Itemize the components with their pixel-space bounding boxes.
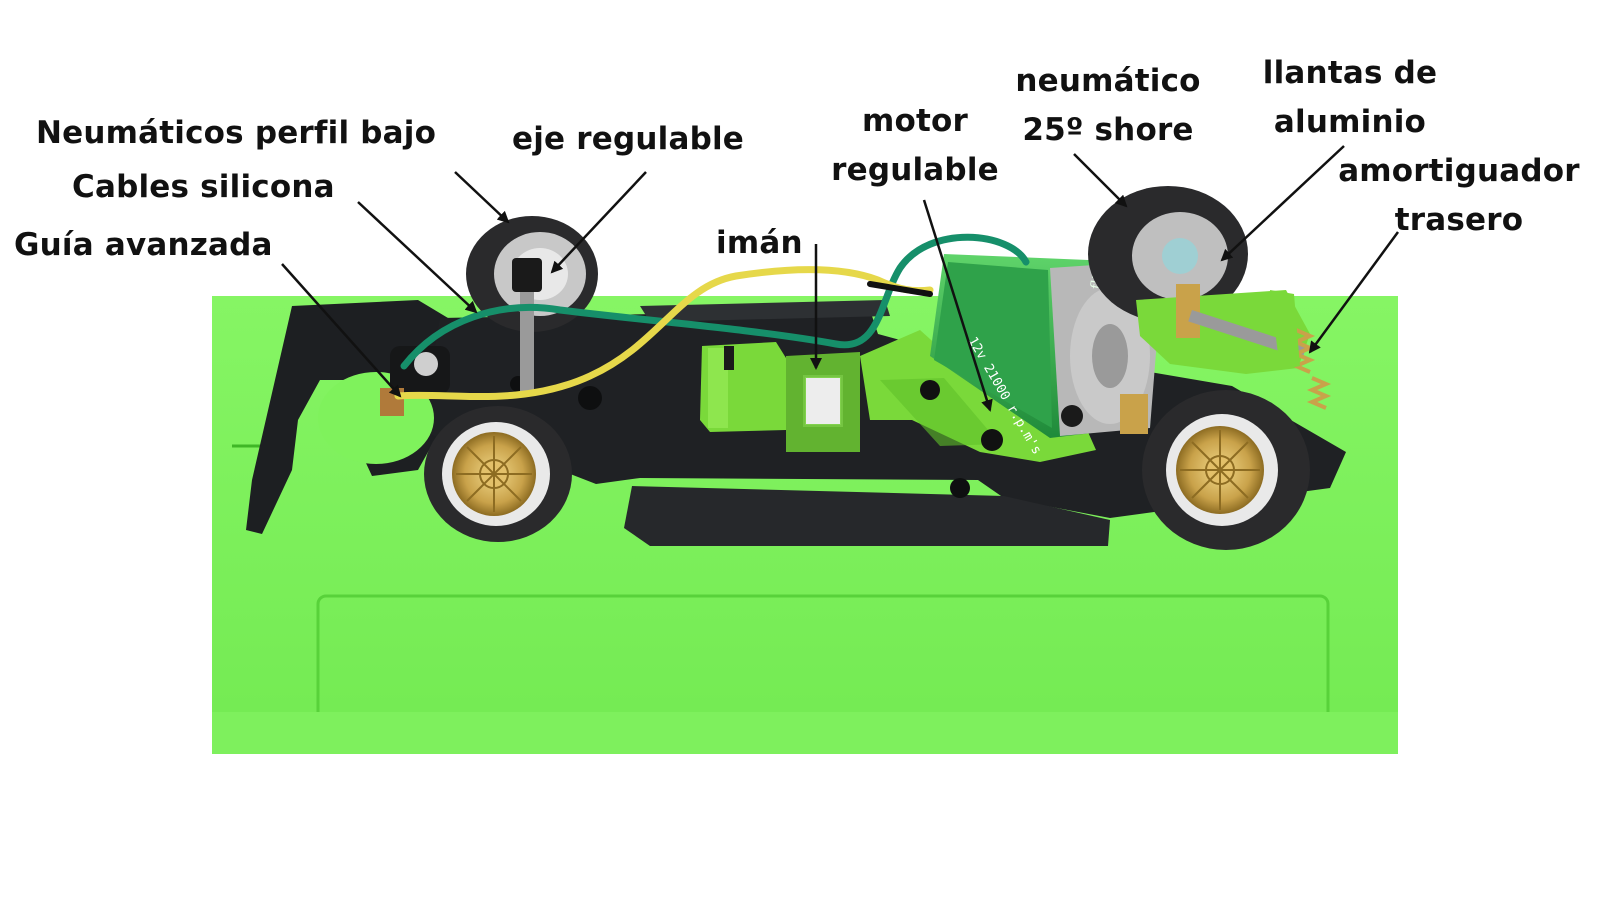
silicone-wires [394,233,1030,401]
label-amortiguador-line2: trasero [1394,202,1524,238]
label-cables-silicona: Cables silicona [72,169,335,205]
label-motor-line1: motor [861,103,968,139]
front-axle [380,216,598,542]
green-wire [400,233,1030,370]
front-axle-shaft [520,286,534,396]
arrow-llantas-aluminio [1220,145,1345,262]
label-iman: imán [716,225,803,261]
label-amortiguador-line1: amortiguador [1338,153,1580,189]
label-motor-regulable: motor regulable [830,106,1000,186]
label-eje-regulable: eje regulable [512,121,745,157]
label-llantas-line1: llantas de [1262,55,1438,91]
motor-icon: 12v 21000 r.p.m's flight slot [930,221,1160,457]
arrow-guia-avanzada [281,263,402,398]
arrow-neumaticos-perfil-bajo [454,171,510,224]
magnet-holder [700,342,860,452]
label-neumatico-shore: neumático 25º shore [1008,66,1208,146]
chassis-side-pan [624,486,1110,546]
pointer-arrows [281,145,1400,412]
arrow-motor-regulable [922,199,993,412]
label-neumatico-line1: neumático [1015,63,1201,99]
label-llantas-line2: aluminio [1273,104,1427,140]
base-lower-edge [212,712,1398,754]
arrow-cables-silicona [357,201,478,314]
label-neumaticos-perfil-bajo: Neumáticos perfil bajo [36,115,437,151]
label-motor-line2: regulable [831,152,999,188]
rear-axle [1088,186,1332,550]
arrow-eje-regulable [550,171,647,274]
label-llantas-aluminio: llantas de aluminio [1260,58,1440,138]
label-amortiguador-trasero: amortiguador trasero [1336,156,1582,236]
arrow-neumatico-shore [1073,153,1128,208]
yellow-wire [394,266,934,401]
arrow-amortiguador-trasero [1308,231,1400,354]
rear-axle-shaft [1188,310,1307,359]
label-guia-avanzada: Guía avanzada [14,227,273,263]
label-neumatico-line2: 25º shore [1022,112,1194,148]
